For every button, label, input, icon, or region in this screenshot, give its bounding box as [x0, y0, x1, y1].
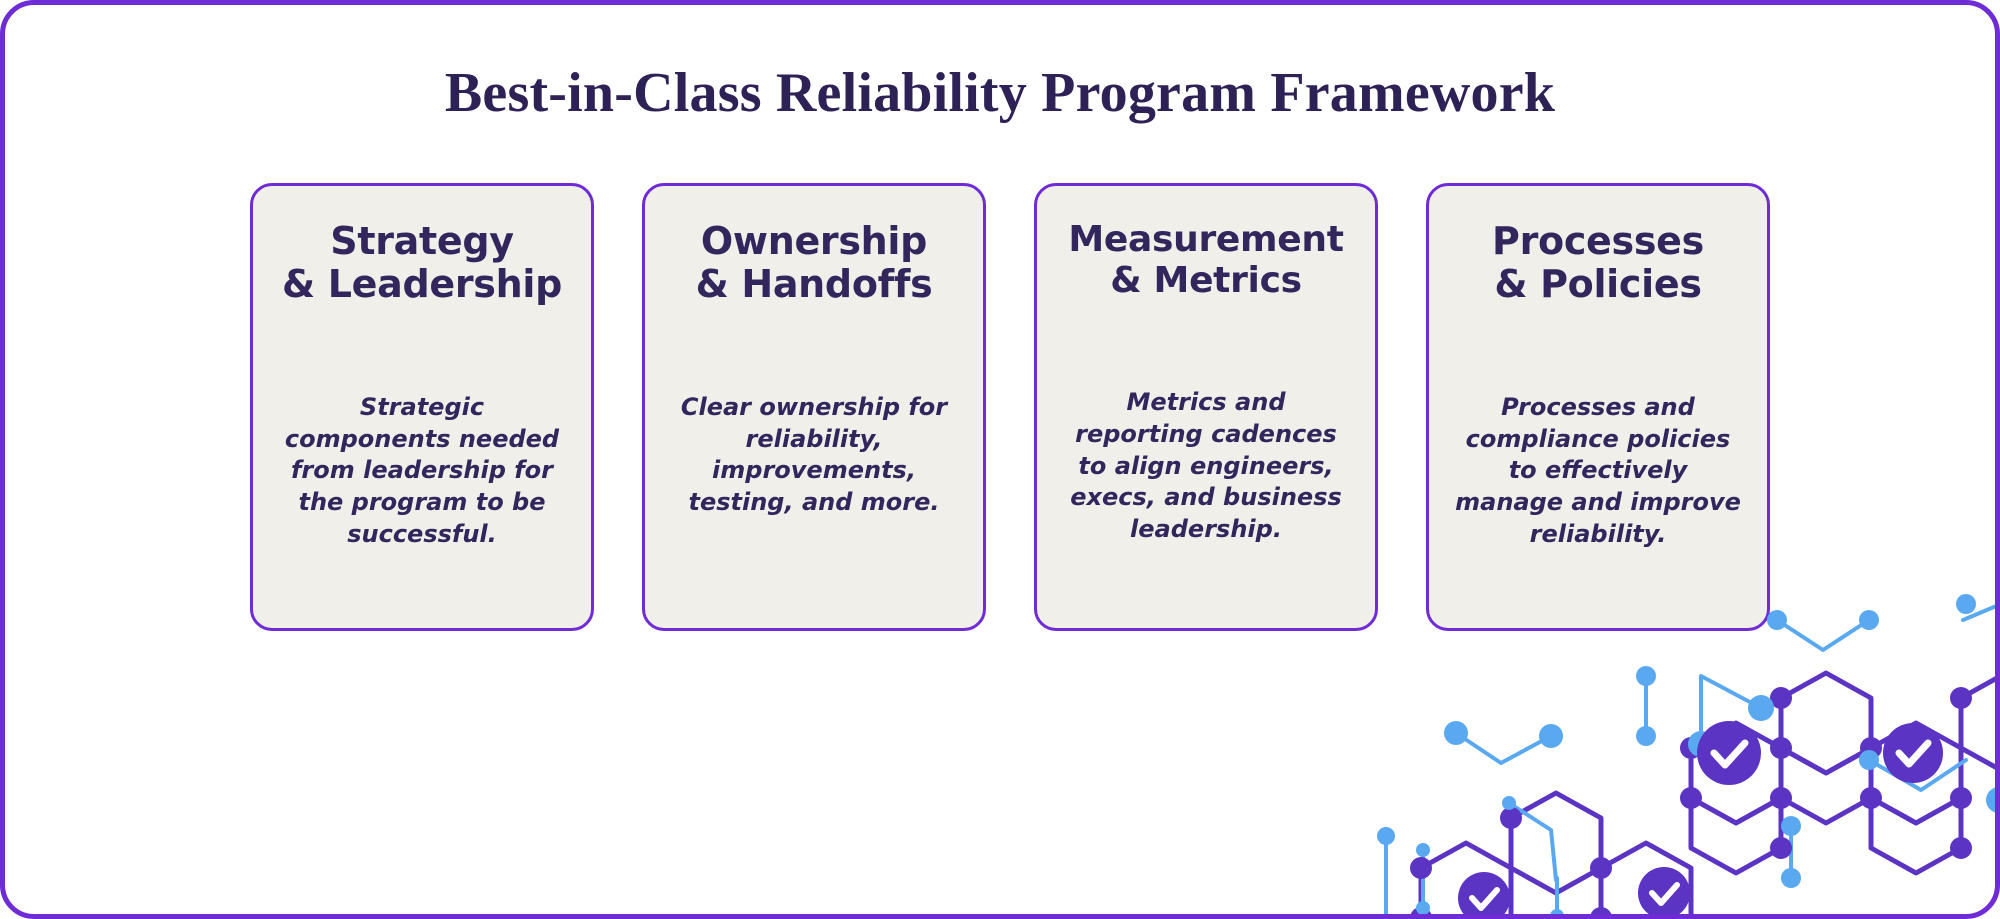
card-body: Strategic components needed from leaders… [284, 392, 560, 548]
framework-card-strategy-leadership[interactable]: Strategy & Leadership Strategic componen… [250, 183, 594, 631]
card-body: Clear ownership for reliability, improve… [680, 392, 948, 516]
card-title: Processes & Policies [1492, 219, 1704, 306]
framework-card-row: Strategy & Leadership Strategic componen… [250, 183, 1770, 631]
check-badge [1458, 872, 1510, 914]
connector-line [1507, 801, 1558, 882]
page-title: Best-in-Class Reliability Program Framew… [444, 62, 1556, 124]
check-badge-group [1458, 721, 1943, 914]
hexagon-outline [1958, 676, 1995, 770]
card-title: Strategy & Leadership [281, 219, 562, 306]
check-badge [1638, 867, 1690, 914]
card-body: Metrics and reporting cadences to align … [1070, 388, 1342, 544]
check-icon [1895, 739, 1932, 768]
check-icon [1710, 739, 1749, 769]
check-icon [1469, 887, 1500, 911]
hexagon-outline [1778, 670, 1874, 776]
check-icon [1649, 882, 1680, 906]
card-title: Measurement & Metrics [1068, 219, 1344, 301]
framework-card-measurement-metrics[interactable]: Measurement & Metrics Metrics and report… [1034, 183, 1378, 631]
hexagon-outline [1418, 840, 1514, 914]
hexagon-outline [1778, 745, 1874, 826]
hexagon-outline [1688, 720, 1784, 826]
hexagon-outline [1868, 795, 1964, 876]
connector-line [1775, 618, 1871, 652]
hexagon-outline [1598, 840, 1694, 914]
hexagon-outline [1508, 790, 1604, 896]
connector-line [1699, 674, 1763, 746]
accent-dot-group [1377, 594, 1995, 914]
vertex-dot-group [1410, 687, 1972, 914]
hexagon-outline [1688, 795, 1784, 876]
check-badge [1883, 723, 1943, 783]
check-badge [1697, 721, 1761, 785]
connector-line [1454, 731, 1553, 765]
card-body: Processes and compliance policies to eff… [1455, 392, 1741, 548]
framework-card-ownership-handoffs[interactable]: Ownership & Handoffs Clear ownership for… [642, 183, 986, 631]
connector-line [1867, 758, 1968, 792]
connector-line [1961, 604, 1995, 622]
hexagon-outline [1868, 720, 1964, 826]
card-title: Ownership & Handoffs [695, 219, 933, 306]
framework-card-processes-policies[interactable]: Processes & Policies Processes and compl… [1426, 183, 1770, 631]
